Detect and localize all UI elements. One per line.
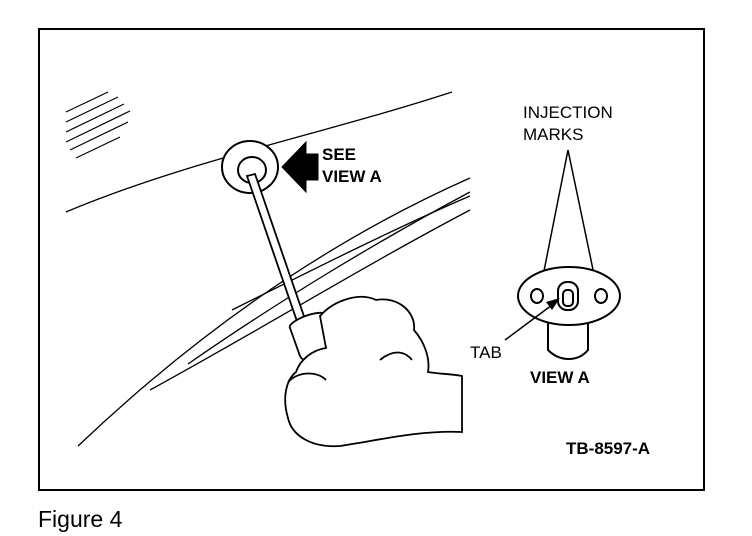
injection-marks-label-line1: INJECTION <box>523 103 613 122</box>
hand <box>284 296 463 448</box>
view-a-plug <box>517 266 621 360</box>
tab-arrowhead-icon <box>546 298 560 310</box>
hatching-lines <box>65 91 131 159</box>
see-view-a-label-line1: SEE <box>322 145 356 164</box>
view-a-label: VIEW A <box>530 368 590 387</box>
panel-contour-lines <box>65 91 471 447</box>
tab-label: TAB <box>470 343 502 362</box>
figure-caption: Figure 4 <box>38 506 123 532</box>
arrow-left-icon <box>281 140 319 194</box>
plug-on-panel <box>221 140 279 194</box>
figure-code: TB-8597-A <box>566 439 650 458</box>
injection-marks-leaders <box>540 149 597 287</box>
see-view-a-label-line2: VIEW A <box>322 167 382 186</box>
injection-marks-label-line2: MARKS <box>523 125 583 144</box>
tab-leader <box>504 301 557 341</box>
